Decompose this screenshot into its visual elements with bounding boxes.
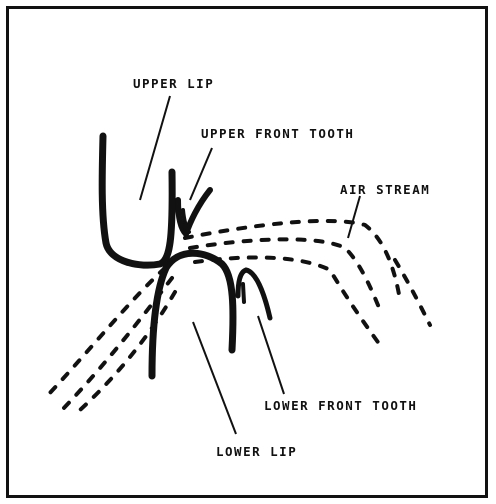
pointer-upper-lip	[140, 96, 170, 200]
label-upper-front-tooth: UPPER FRONT TOOTH	[201, 126, 354, 141]
air-stream-line-5	[48, 268, 165, 395]
air-stream-line-2	[190, 239, 382, 315]
upper-lip-shape	[102, 136, 172, 265]
pointer-air-stream	[348, 196, 360, 238]
label-air-stream: AIR STREAM	[340, 182, 430, 197]
label-upper-lip: UPPER LIP	[133, 76, 214, 91]
air-stream-line-7	[80, 292, 175, 410]
lower-front-tooth-inner	[243, 284, 244, 302]
label-lower-lip: LOWER LIP	[216, 444, 297, 459]
pointer-lines	[140, 96, 360, 434]
label-lower-front-tooth: LOWER FRONT TOOTH	[264, 398, 417, 413]
pointer-lower-front-tooth	[258, 316, 284, 394]
lower-lip-shape	[152, 253, 233, 376]
